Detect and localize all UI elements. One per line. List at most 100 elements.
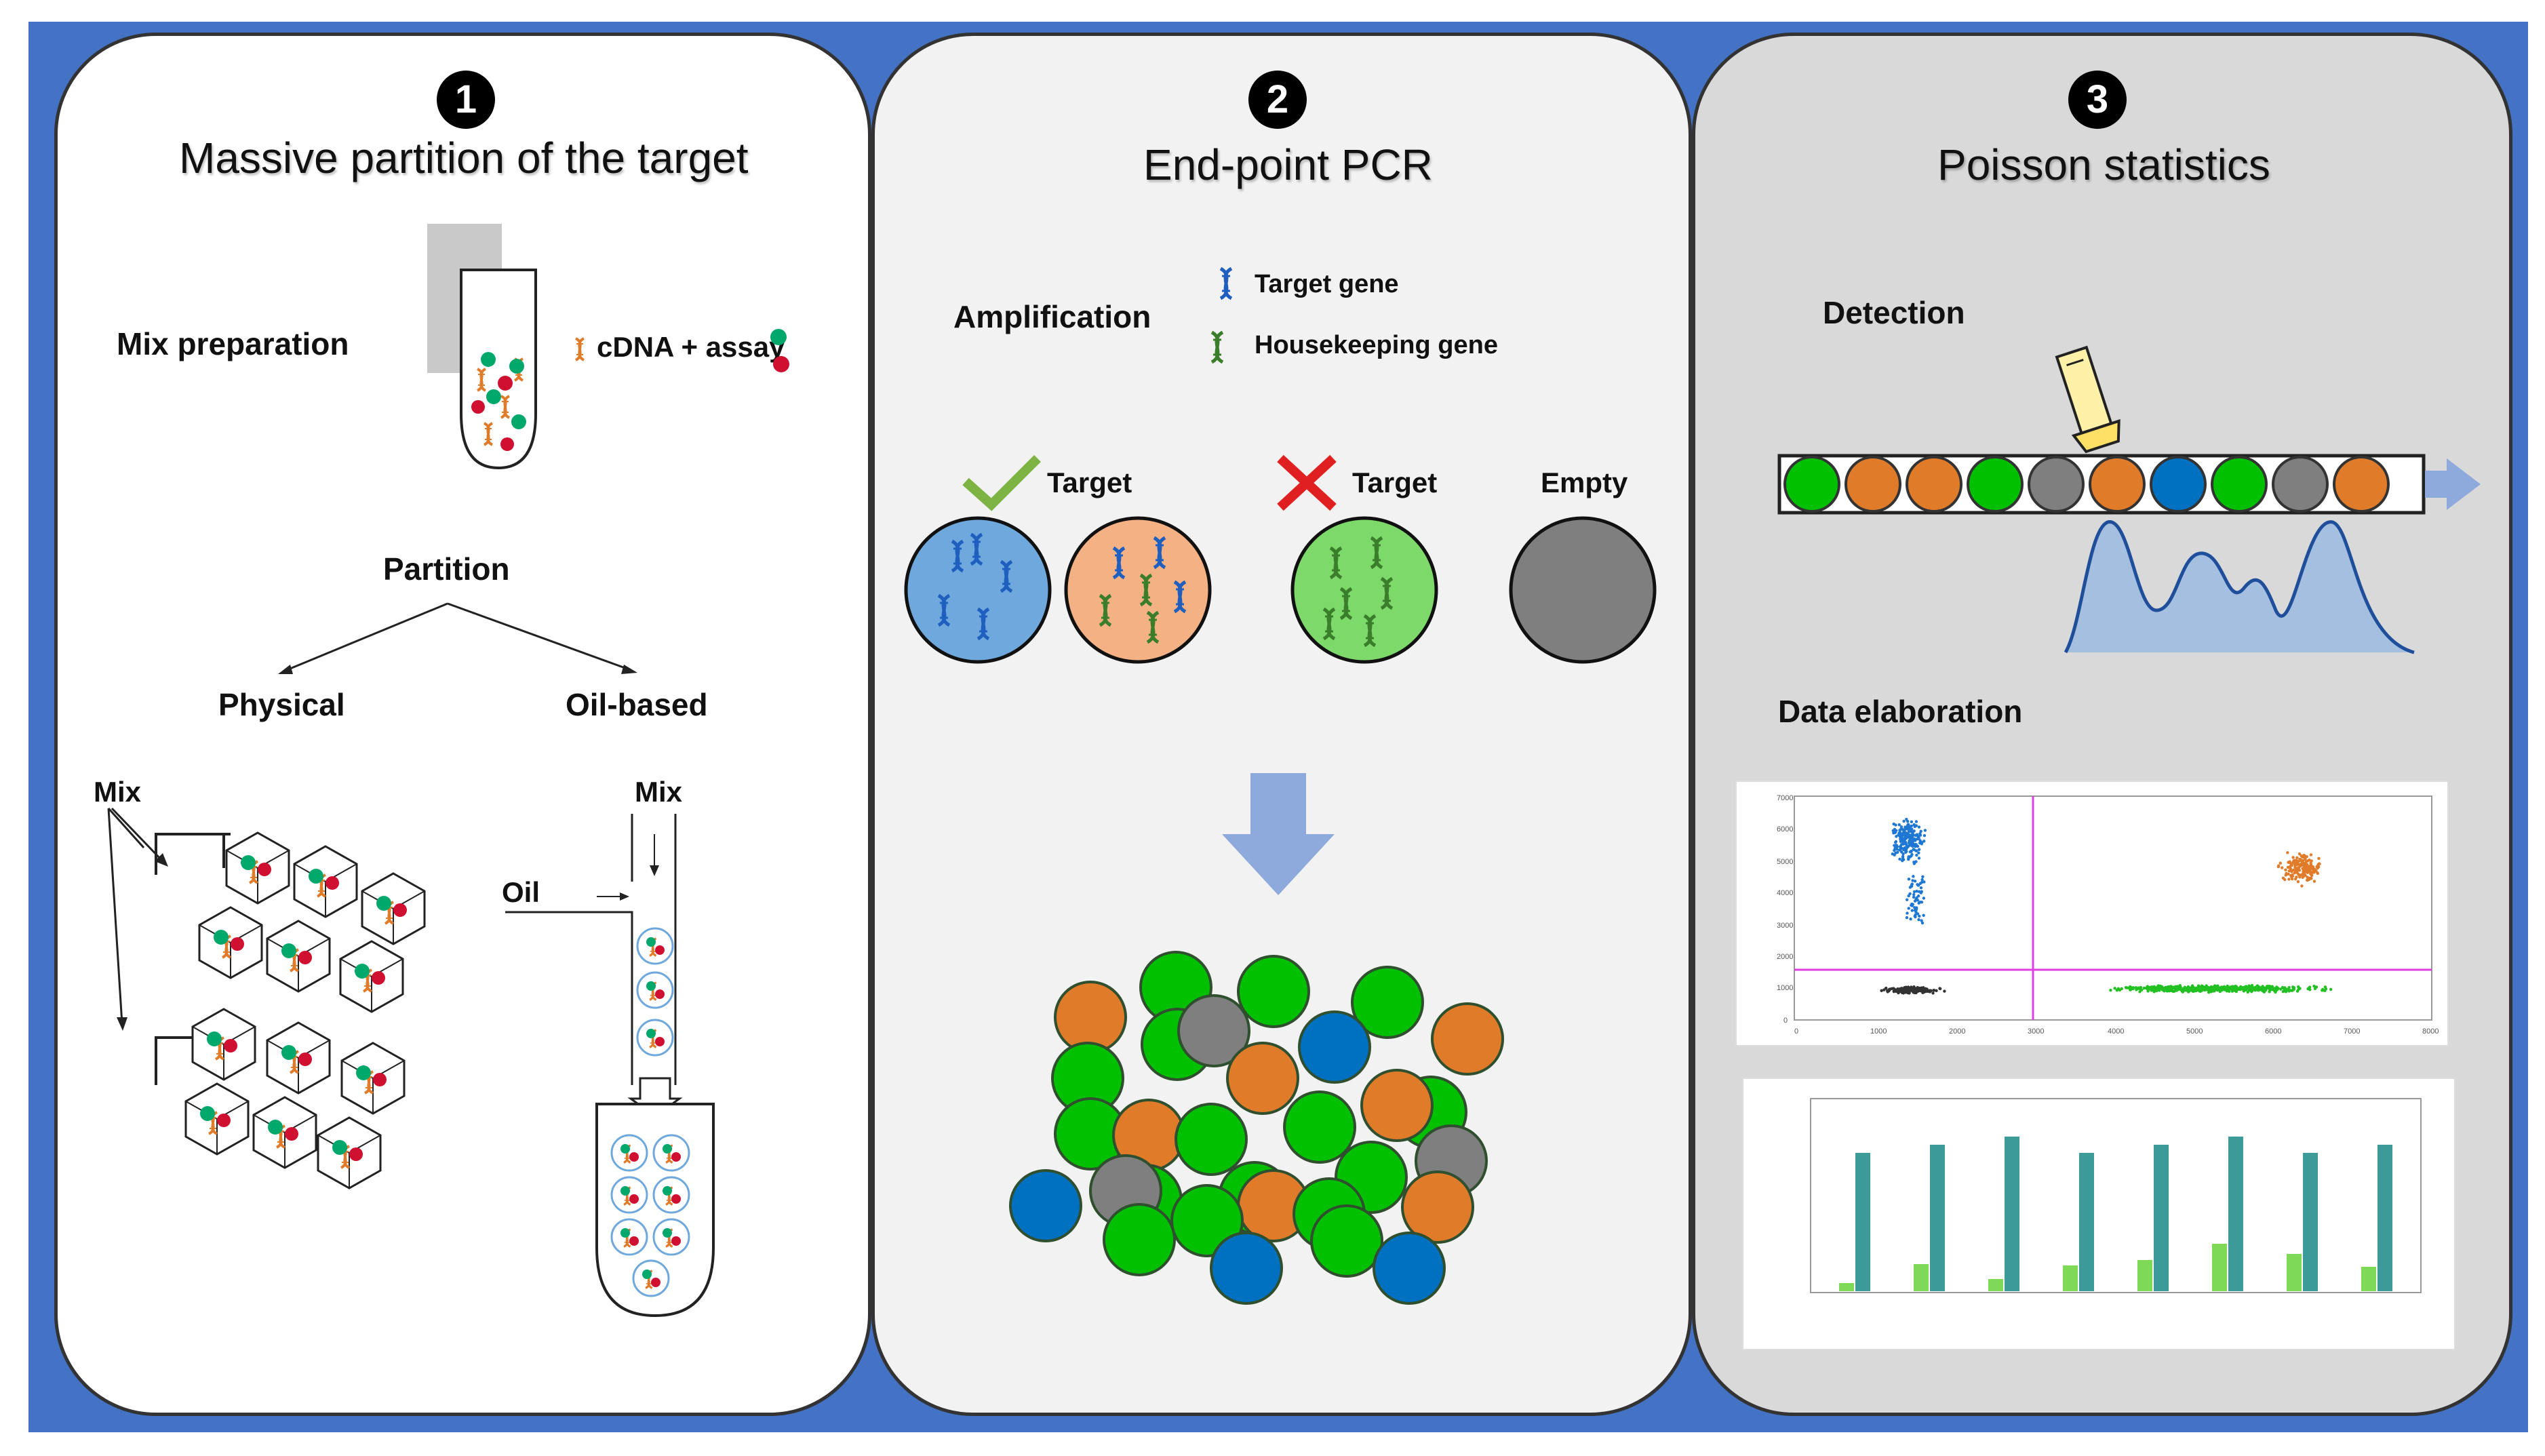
droplet-cluster xyxy=(1009,951,1504,1305)
scatter-point xyxy=(1893,848,1896,852)
scatter-point xyxy=(2251,988,2255,991)
scatter-point xyxy=(2206,987,2210,991)
scatter-point xyxy=(2290,864,2293,867)
data-elaboration-label: Data elaboration xyxy=(1778,694,2023,729)
scatter-point xyxy=(1914,820,1918,823)
housekeeping-gene-label: Housekeeping gene xyxy=(1255,331,1498,359)
scatter-point xyxy=(1895,835,1898,838)
scatter-point xyxy=(2297,863,2302,866)
flow-arrow-icon xyxy=(2425,458,2481,510)
svg-text:4000: 4000 xyxy=(1777,889,1793,897)
bar xyxy=(2378,1145,2392,1291)
scatter-point xyxy=(1909,917,1912,921)
scatter-point xyxy=(2304,868,2308,871)
oil-label: Oil xyxy=(502,876,540,908)
droplet-target-blue xyxy=(904,516,1052,664)
scatter-point xyxy=(1932,989,1935,992)
droplet-empty xyxy=(1509,516,1657,664)
scatter-point xyxy=(1899,840,1903,844)
scatter-point xyxy=(2196,987,2199,991)
scatter-point xyxy=(1905,850,1908,853)
scatter-point xyxy=(1918,882,1922,886)
scatter-point xyxy=(1899,827,1903,831)
scatter-point xyxy=(1912,895,1916,899)
svg-text:7000: 7000 xyxy=(2344,1027,2360,1036)
scatter-point xyxy=(2205,984,2208,987)
scatter-point xyxy=(1906,845,1910,848)
scatter-point xyxy=(1917,918,1920,922)
droplet-housekeeping xyxy=(1290,516,1438,664)
scatter-point xyxy=(2278,861,2282,865)
scatter-point xyxy=(1910,836,1914,840)
scatter-point xyxy=(2316,865,2321,869)
scatter-point xyxy=(1906,911,1909,915)
bar xyxy=(2361,1267,2376,1291)
scatter-point xyxy=(2297,852,2302,856)
scatter-point xyxy=(1922,986,1925,989)
scatter-point xyxy=(1904,842,1908,846)
scatter-point xyxy=(1910,838,1914,842)
scatter-point xyxy=(2292,987,2296,991)
scatter-point xyxy=(1908,829,1912,832)
scatter-point xyxy=(2300,855,2304,859)
scatter-point xyxy=(2188,987,2192,991)
scatter-point xyxy=(1910,852,1914,857)
target-positive-label: Target xyxy=(1047,467,1132,498)
scatter-point xyxy=(1917,836,1920,840)
scatter-point xyxy=(1915,849,1918,852)
scatter-point xyxy=(2289,867,2293,871)
scatter-point xyxy=(2294,868,2297,871)
scatter-point xyxy=(2254,987,2257,990)
check-icon xyxy=(962,455,1041,511)
scatter-point xyxy=(1884,987,1888,990)
scatter-point xyxy=(1913,914,1916,918)
scatter-point xyxy=(1920,901,1924,904)
cross-icon xyxy=(1277,454,1337,511)
scatter-point xyxy=(1912,892,1916,897)
scatter-point xyxy=(1925,988,1928,991)
scatter-point xyxy=(1901,854,1905,859)
detection-droplet xyxy=(1967,456,2024,513)
scatter-point xyxy=(2298,875,2302,879)
scatter-point xyxy=(1912,848,1915,851)
svg-text:7000: 7000 xyxy=(1777,794,1793,802)
scatter-point xyxy=(2302,862,2306,865)
scatter-point xyxy=(2215,988,2220,992)
bar xyxy=(1914,1264,1929,1291)
scatter-point xyxy=(2296,880,2300,884)
svg-text:6000: 6000 xyxy=(2265,1027,2281,1036)
scatter-point xyxy=(2203,988,2207,992)
scatter-point xyxy=(2321,989,2324,992)
scatter-point xyxy=(2302,874,2306,878)
scatter-point xyxy=(2268,985,2272,989)
scatter-point xyxy=(1901,858,1906,861)
scatter-point xyxy=(1918,914,1921,918)
scatter-point xyxy=(1915,889,1918,893)
scatter-point xyxy=(1922,989,1926,993)
scatter-point xyxy=(1922,913,1925,918)
scatter-point xyxy=(2301,859,2305,863)
detection-droplet xyxy=(2089,456,2146,513)
cdna-assay-label: cDNA + assay xyxy=(597,331,785,363)
scatter-point xyxy=(1914,844,1917,847)
scatter-point xyxy=(2240,986,2243,989)
scatter-point xyxy=(2276,987,2280,990)
scatter-point xyxy=(2291,856,2295,859)
svg-text:3000: 3000 xyxy=(1777,922,1793,930)
svg-text:5000: 5000 xyxy=(2186,1027,2203,1036)
scatter-point xyxy=(2317,857,2321,861)
detection-droplet xyxy=(1906,456,1962,513)
scatter-point xyxy=(1917,857,1921,860)
scatter-point xyxy=(1922,840,1926,843)
scatter-point xyxy=(2131,986,2135,989)
scatter-point xyxy=(2128,987,2131,990)
empty-label: Empty xyxy=(1541,467,1628,498)
scatter-point xyxy=(2219,986,2222,990)
scatter-point xyxy=(1907,907,1910,910)
scatter-point xyxy=(1910,903,1913,907)
detection-droplet xyxy=(1844,456,1901,513)
scatter-point xyxy=(1914,860,1918,863)
scatter-point xyxy=(1922,880,1926,884)
